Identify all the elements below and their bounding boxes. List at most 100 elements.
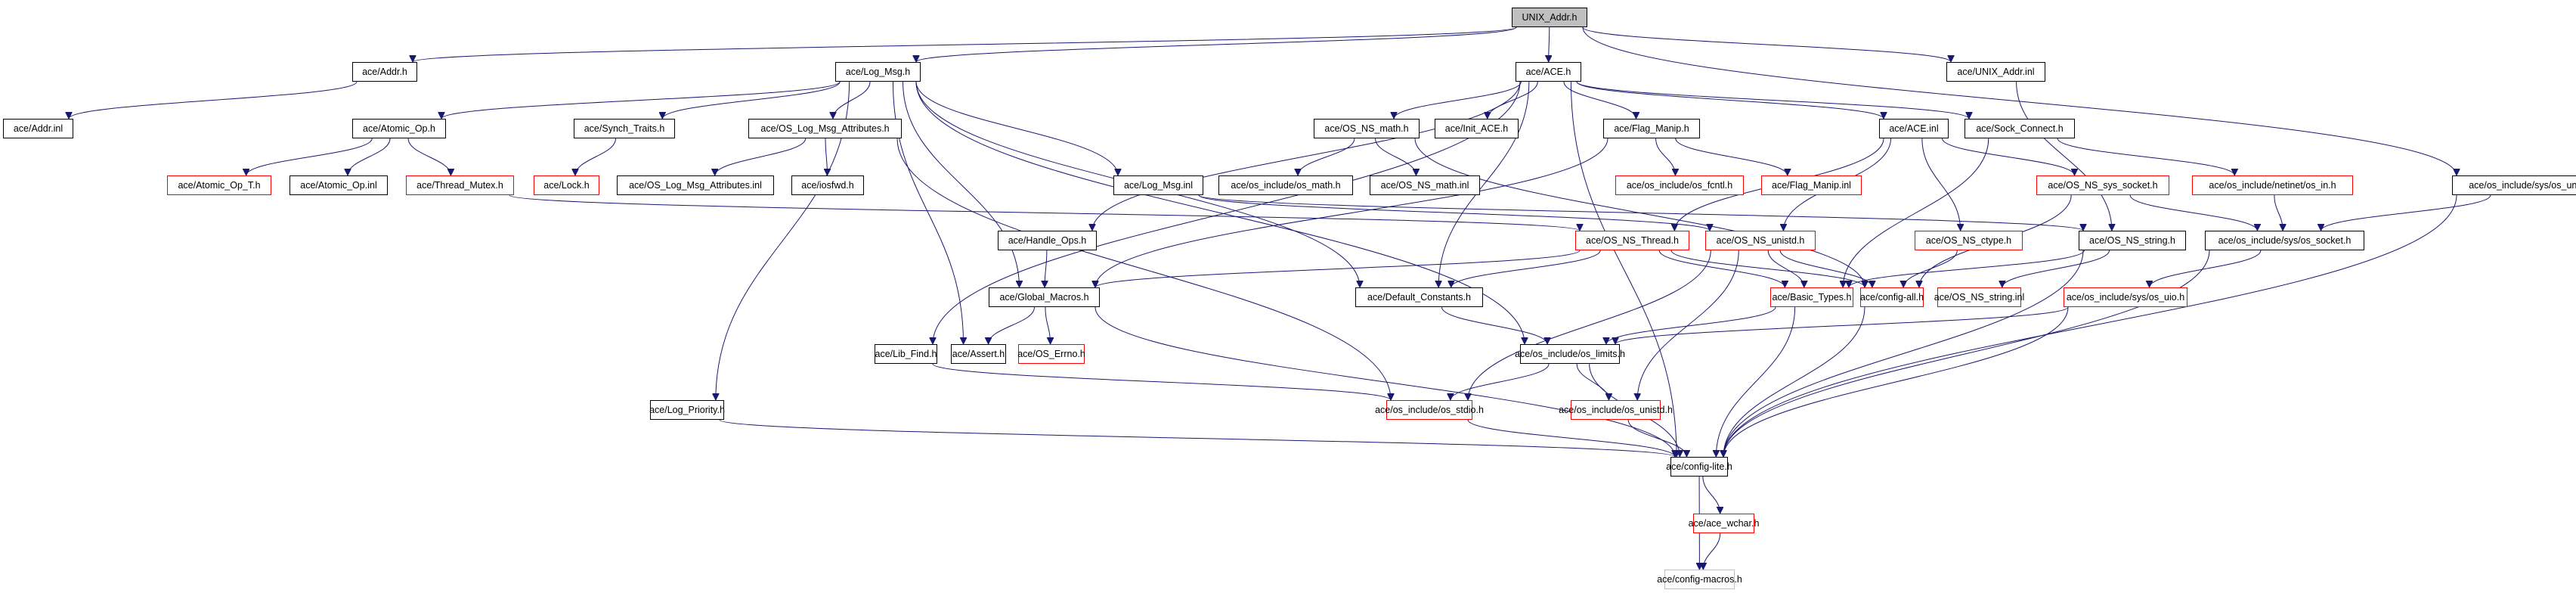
node-flag-manip-inl[interactable]: ace/Flag_Manip.inl xyxy=(1761,175,1862,195)
edge-sys-os-socket-h-to-sys-os-uio-h xyxy=(2150,250,2262,288)
node-synch-traits-h[interactable]: ace/Synch_Traits.h xyxy=(574,119,675,138)
edge-os-ns-math-h-to-os-ns-math-inl xyxy=(1375,138,1416,176)
edge-ace-h-to-sock-connect-h xyxy=(1576,81,1969,120)
edge-os-ns-unistd-h-to-os-unistd-h xyxy=(1637,250,1739,400)
edge-os-ns-thread-h-to-basic-types-h xyxy=(1658,250,1785,288)
node-atomic-op-t-h[interactable]: ace/Atomic_Op_T.h xyxy=(167,175,271,195)
edge-thread-mutex-h-to-os-ns-thread-h xyxy=(509,194,1580,231)
node-os-log-msg-attr-inl[interactable]: ace/OS_Log_Msg_Attributes.inl xyxy=(617,175,774,195)
node-ace-inl[interactable]: ace/ACE.inl xyxy=(1879,119,1949,138)
edge-log-msg-h-to-atomic-op-h xyxy=(441,81,841,120)
node-atomic-op-h[interactable]: ace/Atomic_Op.h xyxy=(352,119,446,138)
edge-ace-wchar-h-to-config-macros-h xyxy=(1703,532,1721,570)
edge-config-lite-h-to-ace-wchar-h xyxy=(1702,476,1720,514)
edge-log-msg-h-to-os-log-msg-attr-h xyxy=(833,81,871,120)
edge-atomic-op-h-to-atomic-op-t-h xyxy=(246,138,373,176)
node-addr-h[interactable]: ace/Addr.h xyxy=(352,62,417,82)
node-log-priority-h[interactable]: ace/Log_Priority.h xyxy=(649,400,725,420)
node-os-ns-thread-h[interactable]: ace/OS_NS_Thread.h xyxy=(1575,231,1689,250)
edge-log-msg-h-to-assert-h xyxy=(892,81,963,344)
edge-ace-inl-to-os-ns-ctype-h xyxy=(1921,138,1961,231)
node-os-unistd-h[interactable]: ace/os_include/os_unistd.h xyxy=(1559,400,1673,420)
edge-flag-manip-h-to-global-macros-h xyxy=(1095,138,1608,287)
edge-basic-types-h-to-config-lite-h xyxy=(1716,306,1796,457)
node-os-ns-unistd-h[interactable]: ace/OS_NS_unistd.h xyxy=(1705,231,1816,250)
node-os-log-msg-attr-h[interactable]: ace/OS_Log_Msg_Attributes.h xyxy=(748,119,902,138)
node-config-macros-h[interactable]: ace/config-macros.h xyxy=(1657,570,1742,589)
edge-unix-addr-h-to-unix-addr-inl xyxy=(1582,26,1951,63)
node-iosfwd-h[interactable]: ace/iosfwd.h xyxy=(791,175,864,195)
edge-sys-os-uio-h-to-config-lite-h xyxy=(1723,306,2069,457)
node-os-limits-h[interactable]: ace/os_include/os_limits.h xyxy=(1515,344,1625,364)
edge-os-ns-ctype-h-to-config-all-h xyxy=(1903,250,1958,288)
node-os-ns-sys-socket-h[interactable]: ace/OS_NS_sys_socket.h xyxy=(2036,175,2169,195)
node-atomic-op-inl[interactable]: ace/Atomic_Op.inl xyxy=(289,175,388,195)
edge-os-ns-unistd-h-to-os-stdio-h xyxy=(1468,250,1711,400)
edge-os-ns-thread-h-to-config-all-h xyxy=(1670,250,1865,288)
node-os-ns-string-inl[interactable]: ace/OS_NS_string.inl xyxy=(1934,287,2024,307)
edge-sock-connect-h-to-basic-types-h xyxy=(1843,138,1989,287)
node-sys-os-uio-h[interactable]: ace/os_include/sys/os_uio.h xyxy=(2064,287,2187,307)
edge-os-log-msg-attr-h-to-iosfwd-h xyxy=(825,138,827,175)
edge-os-ns-string-h-to-os-ns-string-inl xyxy=(2002,250,2110,288)
node-log-msg-inl[interactable]: ace/Log_Msg.inl xyxy=(1113,175,1203,195)
node-basic-types-h[interactable]: ace/Basic_Types.h xyxy=(1770,287,1853,307)
edge-log-msg-h-to-os-limits-h xyxy=(915,81,1525,344)
edge-atomic-op-h-to-thread-mutex-h xyxy=(407,138,450,176)
edge-flag-manip-h-to-flag-manip-inl xyxy=(1675,138,1788,176)
edge-synch-traits-h-to-lock-h xyxy=(575,138,617,176)
edge-global-macros-h-to-os-errno-h xyxy=(1045,306,1051,344)
edge-default-constants-h-to-os-limits-h xyxy=(1441,306,1547,345)
edge-ace-h-to-ace-inl xyxy=(1576,81,1884,120)
node-os-math-h[interactable]: ace/os_include/os_math.h xyxy=(1218,175,1353,195)
edge-os-ns-math-h-to-config-all-h xyxy=(1414,138,1865,287)
node-os-ns-math-h[interactable]: ace/OS_NS_math.h xyxy=(1314,119,1420,138)
edge-os-ns-thread-h-to-global-macros-h xyxy=(1095,250,1581,288)
node-netinet-os-in-h[interactable]: ace/os_include/netinet/os_in.h xyxy=(2192,175,2353,195)
node-lock-h[interactable]: ace/Lock.h xyxy=(534,175,599,195)
node-os-ns-string-h[interactable]: ace/OS_NS_string.h xyxy=(2079,231,2186,250)
edge-os-limits-h-to-os-unistd-h xyxy=(1576,363,1608,401)
edge-netinet-os-in-h-to-sys-os-socket-h xyxy=(2274,194,2283,231)
edge-os-log-msg-attr-h-to-os-stdio-h xyxy=(896,138,1391,400)
node-log-msg-h[interactable]: ace/Log_Msg.h xyxy=(835,62,921,82)
node-os-ns-ctype-h[interactable]: ace/OS_NS_ctype.h xyxy=(1915,231,2023,250)
node-sys-os-un-h[interactable]: ace/os_include/sys/os_un.h xyxy=(2452,175,2576,195)
edge-global-macros-h-to-config-lite-h xyxy=(1094,306,1675,457)
node-unix-addr-h: UNIX_Addr.h xyxy=(1512,8,1587,27)
edge-os-log-msg-attr-h-to-os-log-msg-attr-inl xyxy=(715,138,807,176)
node-sock-connect-h[interactable]: ace/Sock_Connect.h xyxy=(1965,119,2075,138)
node-init-ace-h[interactable]: ace/Init_ACE.h xyxy=(1435,119,1519,138)
node-addr-inl[interactable]: ace/Addr.inl xyxy=(3,119,73,138)
node-thread-mutex-h[interactable]: ace/Thread_Mutex.h xyxy=(406,175,514,195)
node-flag-manip-h[interactable]: ace/Flag_Manip.h xyxy=(1603,119,1700,138)
edge-global-macros-h-to-assert-h xyxy=(989,306,1035,345)
node-os-fcntl-h[interactable]: ace/os_include/os_fcntl.h xyxy=(1615,175,1744,195)
node-os-ns-math-inl[interactable]: ace/OS_NS_math.inl xyxy=(1370,175,1480,195)
edge-os-ns-string-h-to-basic-types-h xyxy=(1849,250,2085,288)
node-config-all-h[interactable]: ace/config-all.h xyxy=(1860,287,1924,307)
edge-os-ns-unistd-h-to-config-all-h xyxy=(1779,250,1872,288)
node-global-macros-h[interactable]: ace/Global_Macros.h xyxy=(989,287,1100,307)
edge-sock-connect-h-to-netinet-os-in-h xyxy=(2057,138,2234,176)
edge-log-msg-h-to-global-macros-h xyxy=(903,81,1020,287)
node-handle-ops-h[interactable]: ace/Handle_Ops.h xyxy=(998,231,1097,250)
node-default-constants-h[interactable]: ace/Default_Constants.h xyxy=(1355,287,1483,307)
node-assert-h[interactable]: ace/Assert.h xyxy=(951,344,1006,364)
node-ace-wchar-h[interactable]: ace/ace_wchar.h xyxy=(1689,514,1759,533)
node-os-stdio-h[interactable]: ace/os_include/os_stdio.h xyxy=(1375,400,1484,420)
edges-layer xyxy=(69,26,2491,570)
edge-unix-addr-h-to-ace-h xyxy=(1549,26,1550,62)
edge-os-stdio-h-to-config-lite-h xyxy=(1467,419,1675,458)
node-lib-find-h[interactable]: ace/Lib_Find.h xyxy=(875,344,937,364)
node-os-errno-h[interactable]: ace/OS_Errno.h xyxy=(1017,344,1085,364)
node-config-lite-h[interactable]: ace/config-lite.h xyxy=(1666,457,1732,477)
node-sys-os-socket-h[interactable]: ace/os_include/sys/os_socket.h xyxy=(2205,231,2364,250)
node-unix-addr-inl[interactable]: ace/UNIX_Addr.inl xyxy=(1946,62,2045,82)
node-ace-h[interactable]: ace/ACE.h xyxy=(1516,62,1581,82)
edge-sys-os-un-h-to-config-lite-h xyxy=(1723,194,2457,457)
edge-os-limits-h-to-os-stdio-h xyxy=(1451,363,1550,401)
edge-os-ns-thread-h-to-default-constants-h xyxy=(1451,250,1601,288)
edge-ace-h-to-config-lite-h xyxy=(1570,81,1677,457)
